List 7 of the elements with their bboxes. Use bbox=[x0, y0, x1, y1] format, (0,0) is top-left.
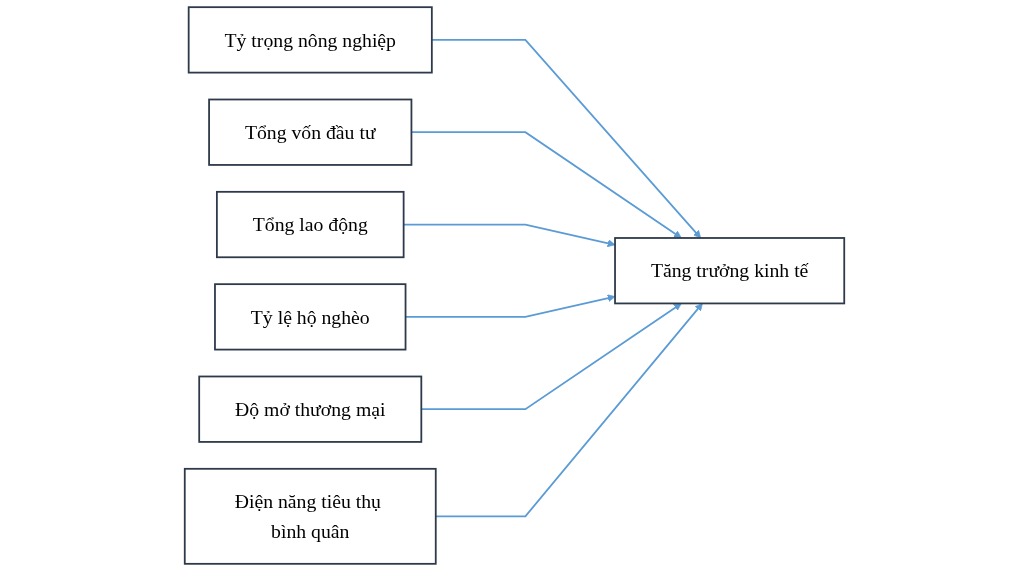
node-box: Độ mở thương mại bbox=[198, 375, 423, 443]
node-box: Tỷ trọng nông nghiệp bbox=[187, 6, 433, 74]
node-box: Tỷ lệ hộ nghèo bbox=[214, 283, 407, 351]
node-box: Tổng lao động bbox=[216, 190, 405, 259]
node-box: Điện năng tiêu thụ bình quân bbox=[183, 467, 437, 565]
node-box: Tổng vốn đầu tư bbox=[208, 98, 413, 166]
node-box: Tăng trưởng kinh tế bbox=[614, 237, 846, 305]
